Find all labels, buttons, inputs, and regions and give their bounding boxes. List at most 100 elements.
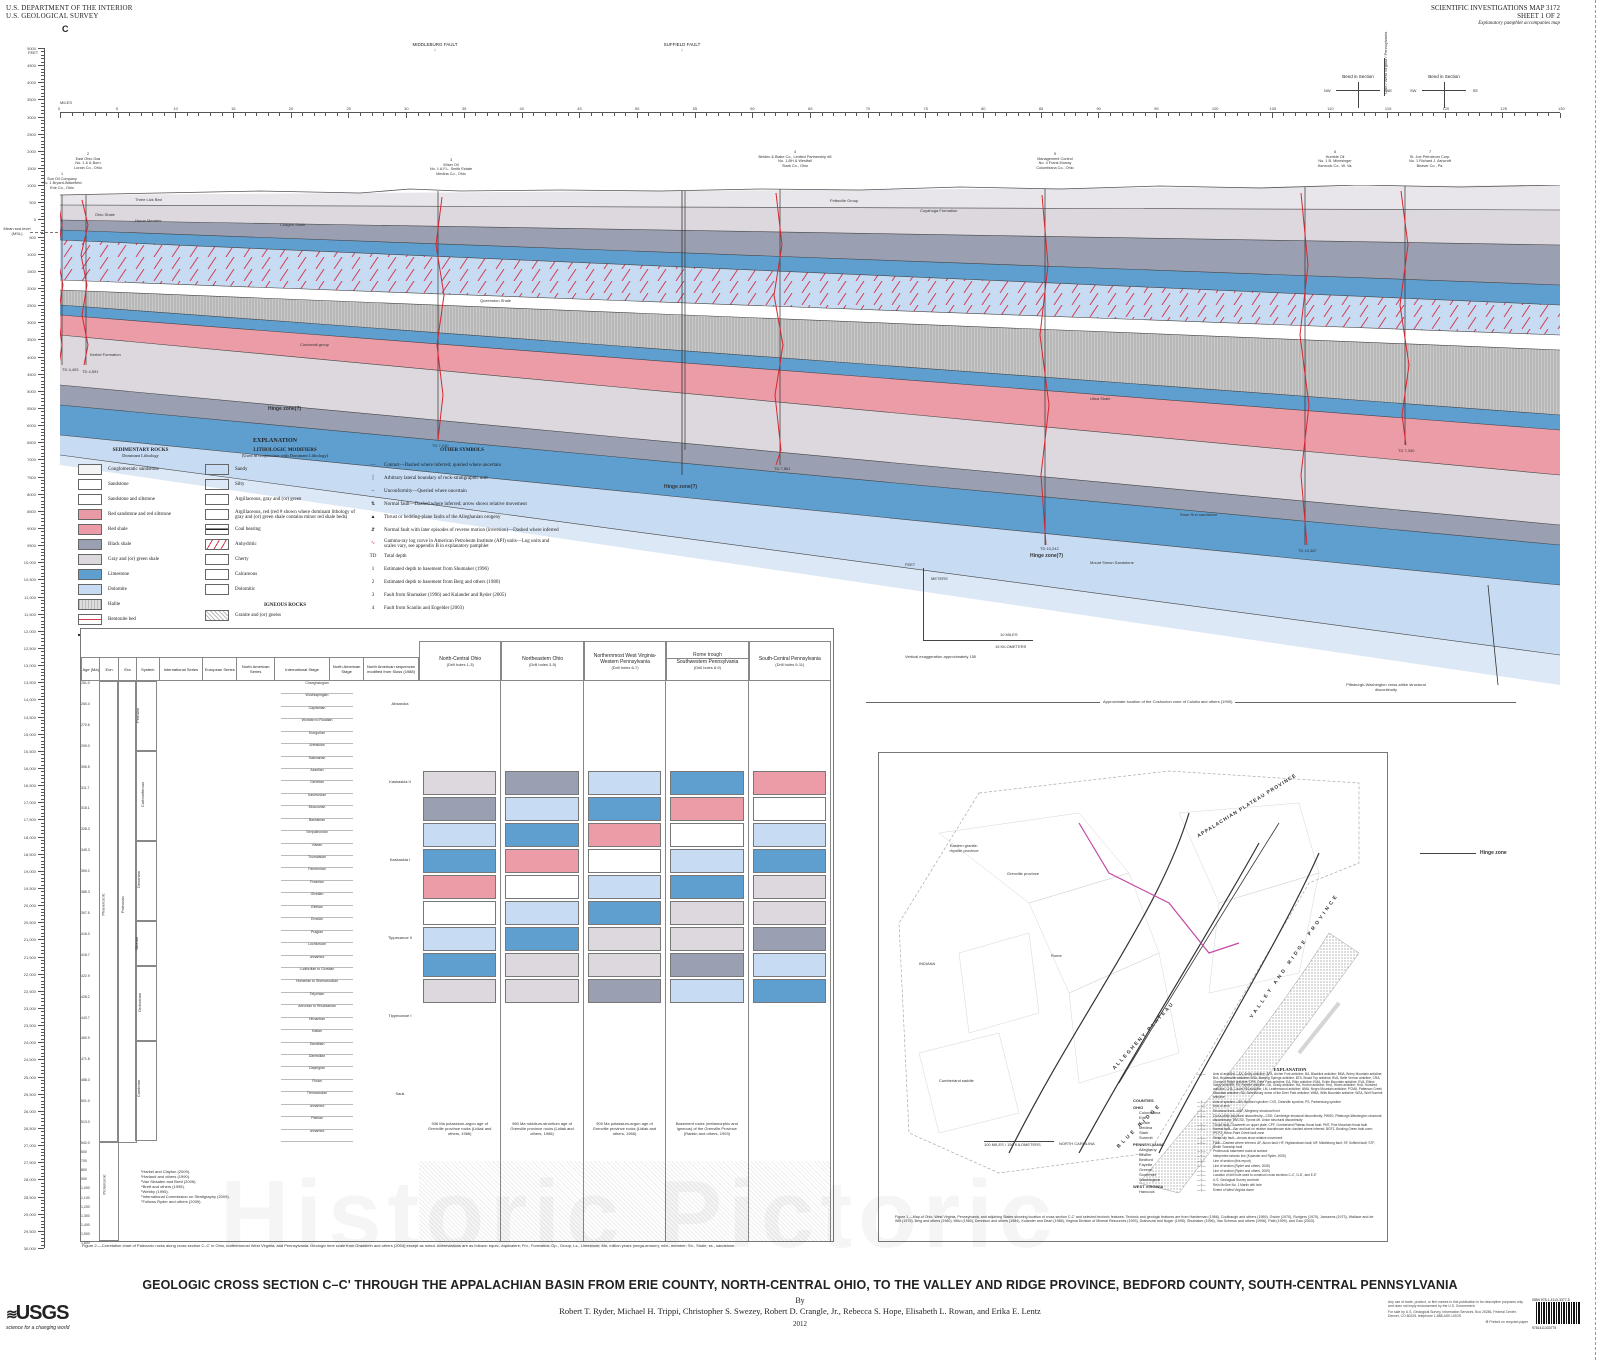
strat-band: [587, 875, 662, 899]
age-label: 700: [81, 1159, 87, 1164]
counties-title: COUNTIES: [1133, 1098, 1154, 1103]
legend-item-sedimentary: Sandstone and siltstone: [78, 492, 203, 507]
stage-cell: Givetian: [281, 892, 353, 906]
age-label: 397.5: [81, 911, 90, 915]
mile-tick: [106, 113, 108, 116]
legend-item-sedimentary: Halite: [78, 597, 203, 612]
modifier-swatch: [205, 554, 229, 565]
legend-item-modifier: Calcareous: [205, 567, 365, 582]
mile-tick: [902, 113, 904, 116]
map-legend-symbol-icon: —┼—: [1197, 1187, 1206, 1192]
mile-tick: [1075, 113, 1077, 116]
depth-minor-tick: [41, 781, 44, 783]
depth-minor-tick: [41, 966, 44, 968]
depth-minor-tick: [41, 953, 44, 955]
depth-tick-label: 5000: [27, 388, 36, 394]
depth-tick: [38, 185, 44, 187]
depth-tick: [38, 459, 44, 461]
legend-item-sedimentary: Gray and (or) green shale: [78, 552, 203, 567]
depth-minor-tick: [41, 1001, 44, 1003]
mile-tick: [83, 113, 85, 116]
depth-minor-tick: [41, 977, 44, 979]
legend-item-sedimentary: Bentonite bed: [78, 612, 203, 627]
strat-band: [752, 797, 826, 821]
depth-tick-label: 4000: [27, 354, 36, 360]
depth-minor-tick: [41, 552, 44, 553]
depth-tick-label: 23,500: [23, 1023, 36, 1029]
basement-pattern: [748, 1161, 830, 1241]
mile-tick: [1490, 113, 1492, 116]
mile-tick: [313, 113, 315, 116]
symbol-glyph-icon: 1: [371, 567, 375, 572]
depth-minor-tick: [41, 1217, 44, 1219]
mile-tick-label: 60: [750, 106, 755, 111]
county-item: Columbiana: [1139, 1110, 1161, 1115]
mile-tick: [821, 113, 823, 116]
strat-band: [423, 771, 497, 795]
sequence-label: Tippecanoe I: [388, 1013, 412, 1018]
system-cell: Permian: [135, 681, 157, 751]
mile-tick: [1421, 113, 1423, 116]
mile-tick: [1410, 113, 1411, 116]
depth-tick: [38, 1128, 44, 1129]
depth-minor-tick: [41, 123, 44, 125]
mile-tick: [1179, 113, 1181, 116]
depth-minor-tick: [41, 414, 44, 416]
system-label: Silurian: [134, 937, 140, 951]
stage-cell: Floian: [281, 1079, 353, 1093]
lithology-swatch: [78, 539, 102, 550]
depth-minor-tick: [41, 92, 44, 94]
legend-item-symbol: ┆Arbitrary lateral boundary of rock-stra…: [362, 472, 562, 485]
stage-cell: unnamed: [281, 955, 353, 968]
well-1-td: TD 4,493: [62, 367, 79, 372]
depth-minor-tick: [41, 486, 44, 488]
age-label: 311.7: [81, 785, 90, 790]
mile-tick: [798, 113, 800, 116]
stage-cell: Serpukhovian: [281, 830, 353, 844]
depth-minor-tick: [41, 1141, 44, 1143]
depth-tick-label: 19,500: [23, 886, 36, 891]
region-column: Basement rocks (metamorphic and igneous)…: [666, 681, 749, 1241]
depth-minor-tick: [41, 1032, 44, 1033]
mile-tick: [417, 113, 419, 116]
age-label: 306.5: [81, 764, 90, 769]
depth-minor-tick: [41, 1021, 44, 1023]
mile-tick: [1225, 113, 1227, 116]
depth-tick-label: 9500: [27, 543, 36, 549]
depth-minor-tick: [41, 1169, 44, 1171]
age-label: 600: [81, 1150, 87, 1155]
mile-tick: [936, 113, 938, 116]
depth-minor-tick: [41, 1176, 44, 1177]
agency-line-2: U.S. GEOLOGICAL SURVEY: [6, 12, 99, 20]
strat-band: [587, 927, 662, 951]
mile-tick: [867, 113, 869, 118]
mile-tick: [198, 113, 200, 116]
depth-minor-tick: [41, 685, 44, 687]
depth-minor-tick: [41, 874, 44, 876]
depth-minor-tick: [41, 72, 44, 73]
depth-minor-tick: [41, 798, 44, 800]
depth-minor-tick: [41, 713, 44, 715]
depth-tick: [38, 476, 44, 478]
depth-tick-label: 23,000: [23, 1006, 36, 1011]
agency-header: U.S. DEPARTMENT OF THE INTERIOR U.S. GEO…: [6, 4, 133, 20]
depth-minor-tick: [41, 267, 44, 269]
depth-tick-label: 3000: [27, 114, 36, 120]
strat-band: [587, 797, 662, 821]
legend-item-modifier: Argillaceous, gray and (or) green: [205, 492, 365, 507]
depth-tick-label: 1000: [27, 251, 36, 257]
depth-minor-tick: [41, 757, 44, 759]
strat-band: [505, 953, 579, 977]
county-item: Stark: [1139, 1130, 1149, 1135]
mile-tick: [186, 113, 188, 116]
depth-tick-label: 29,000: [23, 1211, 36, 1217]
depth-minor-tick: [41, 483, 44, 485]
depth-tick: [38, 150, 44, 152]
depth-minor-tick: [41, 195, 44, 197]
depth-minor-tick: [41, 706, 44, 708]
depth-minor-tick: [41, 1227, 44, 1229]
depth-minor-tick: [41, 1018, 44, 1020]
strat-band: [423, 901, 497, 925]
